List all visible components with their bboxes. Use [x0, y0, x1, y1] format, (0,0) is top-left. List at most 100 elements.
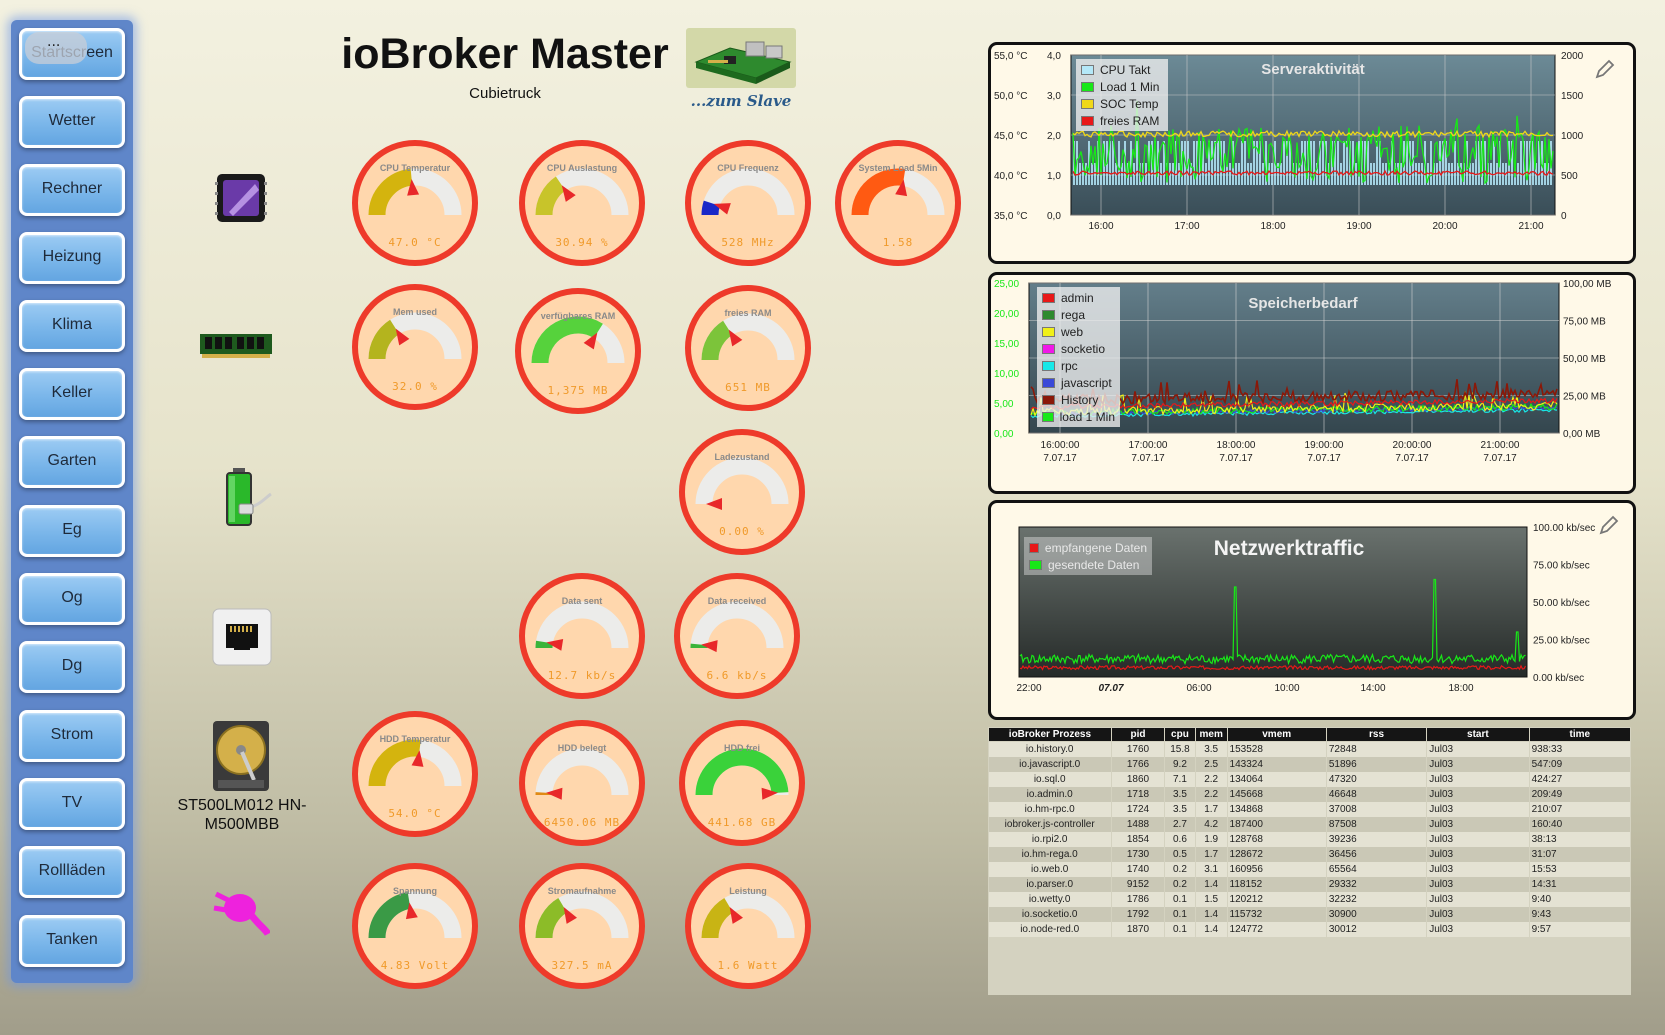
column-header[interactable]: cpu [1164, 727, 1196, 742]
gauge-fill [368, 319, 400, 360]
cpu-takt-bar [1415, 163, 1417, 185]
gauge-label: Data sent [561, 596, 603, 606]
x-tick-label: 07.07 [1098, 683, 1123, 694]
cpu-takt-bar [1319, 141, 1321, 185]
chart-title: Speicherbedarf [1248, 295, 1358, 312]
table-cell: Jul03 [1426, 906, 1530, 922]
gauge-face [685, 863, 811, 989]
x-tick-label: 20:00:00 [1393, 440, 1432, 451]
nav-button-strom[interactable]: Strom [19, 710, 125, 762]
pencil-icon[interactable] [1595, 59, 1615, 79]
gauge-needle [729, 907, 743, 924]
table-cell: 134064 [1227, 771, 1327, 787]
gauge-value: 1,375 MB [547, 384, 609, 397]
gauge-track [701, 168, 795, 216]
gauge-face [519, 863, 645, 989]
nav-button-keller[interactable]: Keller [19, 368, 125, 420]
nav-button-tanken[interactable]: Tanken [19, 915, 125, 967]
gauge-ram-available-dial [515, 288, 641, 414]
nav-button-heizung[interactable]: Heizung [19, 232, 125, 284]
y-tick-label: 55,0 °C [994, 51, 1027, 62]
column-header[interactable]: pid [1110, 727, 1166, 742]
table-cell: 1740 [1111, 861, 1166, 877]
column-header[interactable]: rss [1325, 727, 1428, 742]
cpu-takt-bar [1448, 163, 1450, 185]
table-cell: 2.2 [1195, 771, 1228, 787]
table-cell: 36456 [1326, 846, 1428, 862]
x-tick-label: 7.07.17 [1307, 453, 1341, 464]
cpu-takt-bar [1340, 163, 1342, 185]
table-cell: 37008 [1326, 801, 1428, 817]
nav-button-eg[interactable]: Eg [19, 505, 125, 557]
cpu-takt-bar [1289, 141, 1291, 185]
y-tick-label: 3,0 [1047, 91, 1061, 102]
nav-button-tv[interactable]: TV [19, 778, 125, 830]
cpu-takt-bar [1367, 141, 1369, 185]
chart-title: Serveraktivität [1261, 61, 1365, 78]
cpu-takt-bar [1241, 141, 1243, 185]
table-cell: Jul03 [1426, 801, 1530, 817]
cpu-takt-bar [1313, 141, 1315, 185]
pencil-icon[interactable] [1599, 515, 1619, 535]
cpu-takt-bar [1178, 163, 1180, 185]
table-cell: io.hm-rpc.0 [988, 801, 1112, 817]
power-plug-icon [210, 886, 272, 938]
gauge-value: 4.83 Volt [380, 959, 450, 972]
plot-area [1018, 526, 1528, 678]
table-cell: 1488 [1111, 816, 1166, 832]
gauge-hdd-free-dial [679, 720, 805, 846]
x-tick-label: 7.07.17 [1043, 453, 1077, 464]
table-cell: 0.1 [1164, 906, 1196, 922]
table-cell: 1718 [1111, 786, 1166, 802]
y-tick-label: 1,0 [1047, 171, 1061, 182]
x-tick-label: 18:00 [1260, 221, 1285, 232]
nav-button-klima[interactable]: Klima [19, 300, 125, 352]
cpu-takt-bar [1082, 163, 1084, 185]
ram-module-icon [200, 330, 272, 360]
gauge-cpu-temperature: CPU Temperatur 47.0 °C [351, 139, 479, 267]
column-header[interactable]: ioBroker Prozess [988, 727, 1112, 742]
page-title: ioBroker Master [341, 30, 669, 78]
cpu-takt-bar [1493, 141, 1495, 185]
column-header[interactable]: vmem [1226, 727, 1327, 742]
cpu-takt-bar [1499, 141, 1501, 185]
cpu-takt-bar [1262, 163, 1264, 185]
table-cell: 160:40 [1529, 816, 1632, 832]
series-line-load [1072, 100, 1554, 185]
nav-button-dg[interactable]: Dg [19, 641, 125, 693]
gauge-fill [701, 320, 733, 361]
table-cell: 1724 [1111, 801, 1166, 817]
gauge-face [835, 140, 961, 266]
cpu-takt-bar [1334, 141, 1336, 185]
gauge-label: HDD belegt [557, 743, 607, 753]
cpu-icon [215, 172, 267, 224]
column-header[interactable]: start [1426, 727, 1530, 742]
table-cell: 160956 [1227, 861, 1327, 877]
nav-button-rollladen[interactable]: Rollläden [19, 846, 125, 898]
table-cell: 9:43 [1529, 906, 1632, 922]
table-cell: 1.4 [1195, 876, 1228, 892]
gauge-label: Ladezustand [714, 452, 770, 462]
nav-button-rechner[interactable]: Rechner [19, 164, 125, 216]
series-line-sent [1019, 578, 1526, 666]
table-cell: 30900 [1326, 906, 1428, 922]
table-cell: 3.5 [1195, 741, 1228, 757]
cpu-takt-bar [1364, 141, 1366, 185]
gauge-value: 47.0 °C [388, 236, 442, 249]
cpu-takt-bar [1217, 141, 1219, 185]
cpu-takt-bar [1136, 141, 1138, 185]
table-cell: 0.2 [1164, 861, 1196, 877]
column-header[interactable]: time [1528, 727, 1632, 742]
column-header[interactable]: mem [1194, 727, 1228, 742]
nav-button-wetter[interactable]: Wetter [19, 96, 125, 148]
table-cell: 38:13 [1529, 831, 1632, 847]
slave-link[interactable]: ...zum Slave [686, 28, 796, 110]
table-cell: 2.7 [1164, 816, 1196, 832]
gauge-current: Stromaufnahme 327.5 mA [518, 862, 646, 990]
nav-button-garten[interactable]: Garten [19, 436, 125, 488]
cpu-takt-bar [1511, 141, 1513, 185]
menu-dots-button[interactable]: ... [25, 32, 87, 64]
nav-button-og[interactable]: Og [19, 573, 125, 625]
table-cell: 124772 [1227, 921, 1327, 937]
table-cell: Jul03 [1426, 846, 1530, 862]
